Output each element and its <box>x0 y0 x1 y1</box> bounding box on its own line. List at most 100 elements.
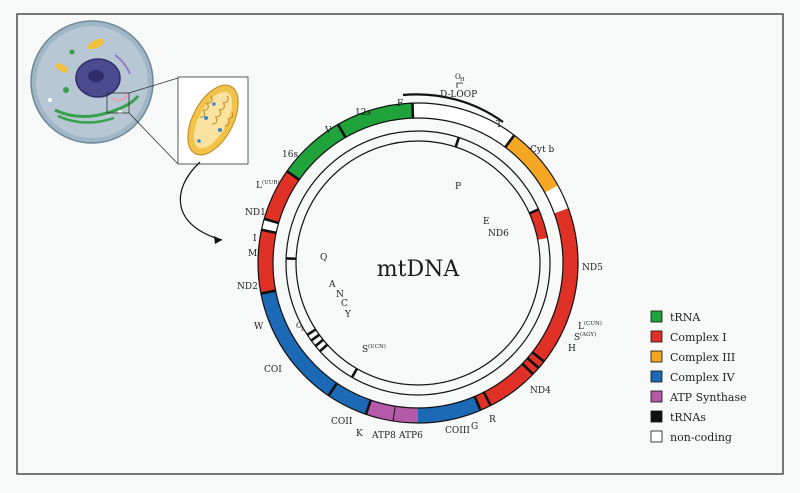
tick-s-ucn <box>350 368 359 378</box>
legend-swatch <box>650 330 663 343</box>
legend-label: non-coding <box>670 431 732 444</box>
trna-p: P <box>455 182 461 192</box>
segment-noncoding-2 <box>544 185 569 214</box>
label-cytb: Cyt b <box>530 145 554 155</box>
trna-f: F <box>397 99 403 109</box>
tick-coii-start <box>327 382 338 397</box>
cell-illustration <box>30 20 154 144</box>
origin-l-label: O <box>296 322 302 330</box>
label-coiii: COIII <box>445 426 470 436</box>
tick-y <box>319 343 329 353</box>
segment-nd2 <box>258 229 277 294</box>
origin-h-label: O <box>455 73 461 81</box>
trna-l-cun-sup: (CUN) <box>584 320 602 327</box>
segment-coiii <box>418 396 481 424</box>
tick-a <box>306 328 317 336</box>
trna-t: T <box>496 120 502 130</box>
curved-arrow <box>179 161 223 241</box>
label-nd4: ND4 <box>530 386 551 396</box>
tick-l-cun <box>531 351 545 363</box>
legend-swatch <box>650 350 663 363</box>
tick-s-agy <box>526 357 540 369</box>
trna-e: E <box>483 217 490 227</box>
outer-ring-inner-edge <box>272 117 564 409</box>
dloop-label: D-LOOP <box>440 90 477 100</box>
legend-label: tRNA <box>670 311 701 324</box>
tick-r <box>473 395 482 411</box>
segment-coi <box>260 290 337 396</box>
segment-cytb <box>505 135 558 193</box>
trna-w: W <box>254 322 264 332</box>
tick-m <box>261 228 277 235</box>
trna-g: G <box>471 422 478 432</box>
legend-swatch <box>650 310 663 323</box>
segment-nd1 <box>264 171 300 224</box>
inner-ring-edge <box>285 130 551 396</box>
segment-12s <box>338 103 413 138</box>
tick-i <box>263 217 279 225</box>
tick-f <box>411 103 415 119</box>
trna-k: K <box>356 429 363 439</box>
trna-s-ucn: S <box>362 345 368 355</box>
dloop-arc <box>402 93 504 123</box>
legend-label: Complex I <box>670 331 727 344</box>
origin-l-sub: L <box>301 327 305 333</box>
tick-l-uur <box>286 170 300 181</box>
trna-r: R <box>489 415 496 425</box>
mtdna-rings <box>257 102 579 424</box>
tick-t <box>504 134 516 148</box>
label-coi: COI <box>264 365 282 375</box>
trna-s-agy-sup: (AGY) <box>580 331 596 338</box>
segment-nd6 <box>529 209 548 240</box>
legend-swatch <box>650 410 663 423</box>
tick-atp-divider <box>392 406 396 422</box>
label-12s: 12s <box>355 108 371 118</box>
label-nd2: ND2 <box>237 282 258 292</box>
trna-n: N <box>336 290 344 300</box>
trna-q: Q <box>320 253 327 263</box>
label-nd6: ND6 <box>488 229 509 239</box>
trna-i: I <box>253 234 257 244</box>
zoom-line-bottom <box>128 112 179 165</box>
label-nd1: ND1 <box>245 208 266 218</box>
tick-h <box>521 362 534 376</box>
legend-swatch <box>650 370 663 383</box>
mtdna-title: mtDNA <box>377 257 461 282</box>
zoom-line-top <box>128 77 179 94</box>
legend-label: Complex III <box>670 351 735 364</box>
legend-swatch <box>650 390 663 403</box>
segment-atp <box>365 400 418 423</box>
tick-n <box>310 333 321 342</box>
tick-g <box>482 391 492 407</box>
trna-m: M <box>248 249 257 259</box>
trna-y: Y <box>344 310 352 320</box>
trna-h: H <box>568 344 576 354</box>
label-coii: COII <box>331 417 353 427</box>
tick-w <box>260 289 276 295</box>
trna-s-ucn-sup: (UCN) <box>368 343 386 350</box>
label-16s: 16s <box>282 150 298 160</box>
trna-c: C <box>341 299 348 309</box>
label-atp8: ATP8 <box>371 431 396 441</box>
trna-l-cun: L <box>578 322 584 332</box>
tick-v <box>336 123 347 139</box>
tick-e <box>528 208 540 215</box>
segment-coii <box>328 383 371 415</box>
tick-c <box>314 338 325 348</box>
label-nd5: ND5 <box>582 263 603 273</box>
frame-border <box>16 13 784 475</box>
legend-label: ATP Synthase <box>669 391 747 404</box>
segment-16s <box>286 124 346 180</box>
origin-h-arrow <box>456 82 463 88</box>
arrow-head <box>214 236 222 244</box>
trna-l-uur-sup: (UUR) <box>262 179 280 186</box>
trna-v: V <box>324 126 332 136</box>
mitochondrion-zoom <box>177 76 249 165</box>
tick-k <box>364 399 373 415</box>
segment-nd5-nd4 <box>483 208 578 406</box>
label-atp6: ATP6 <box>398 431 423 441</box>
trna-a: A <box>328 280 336 290</box>
